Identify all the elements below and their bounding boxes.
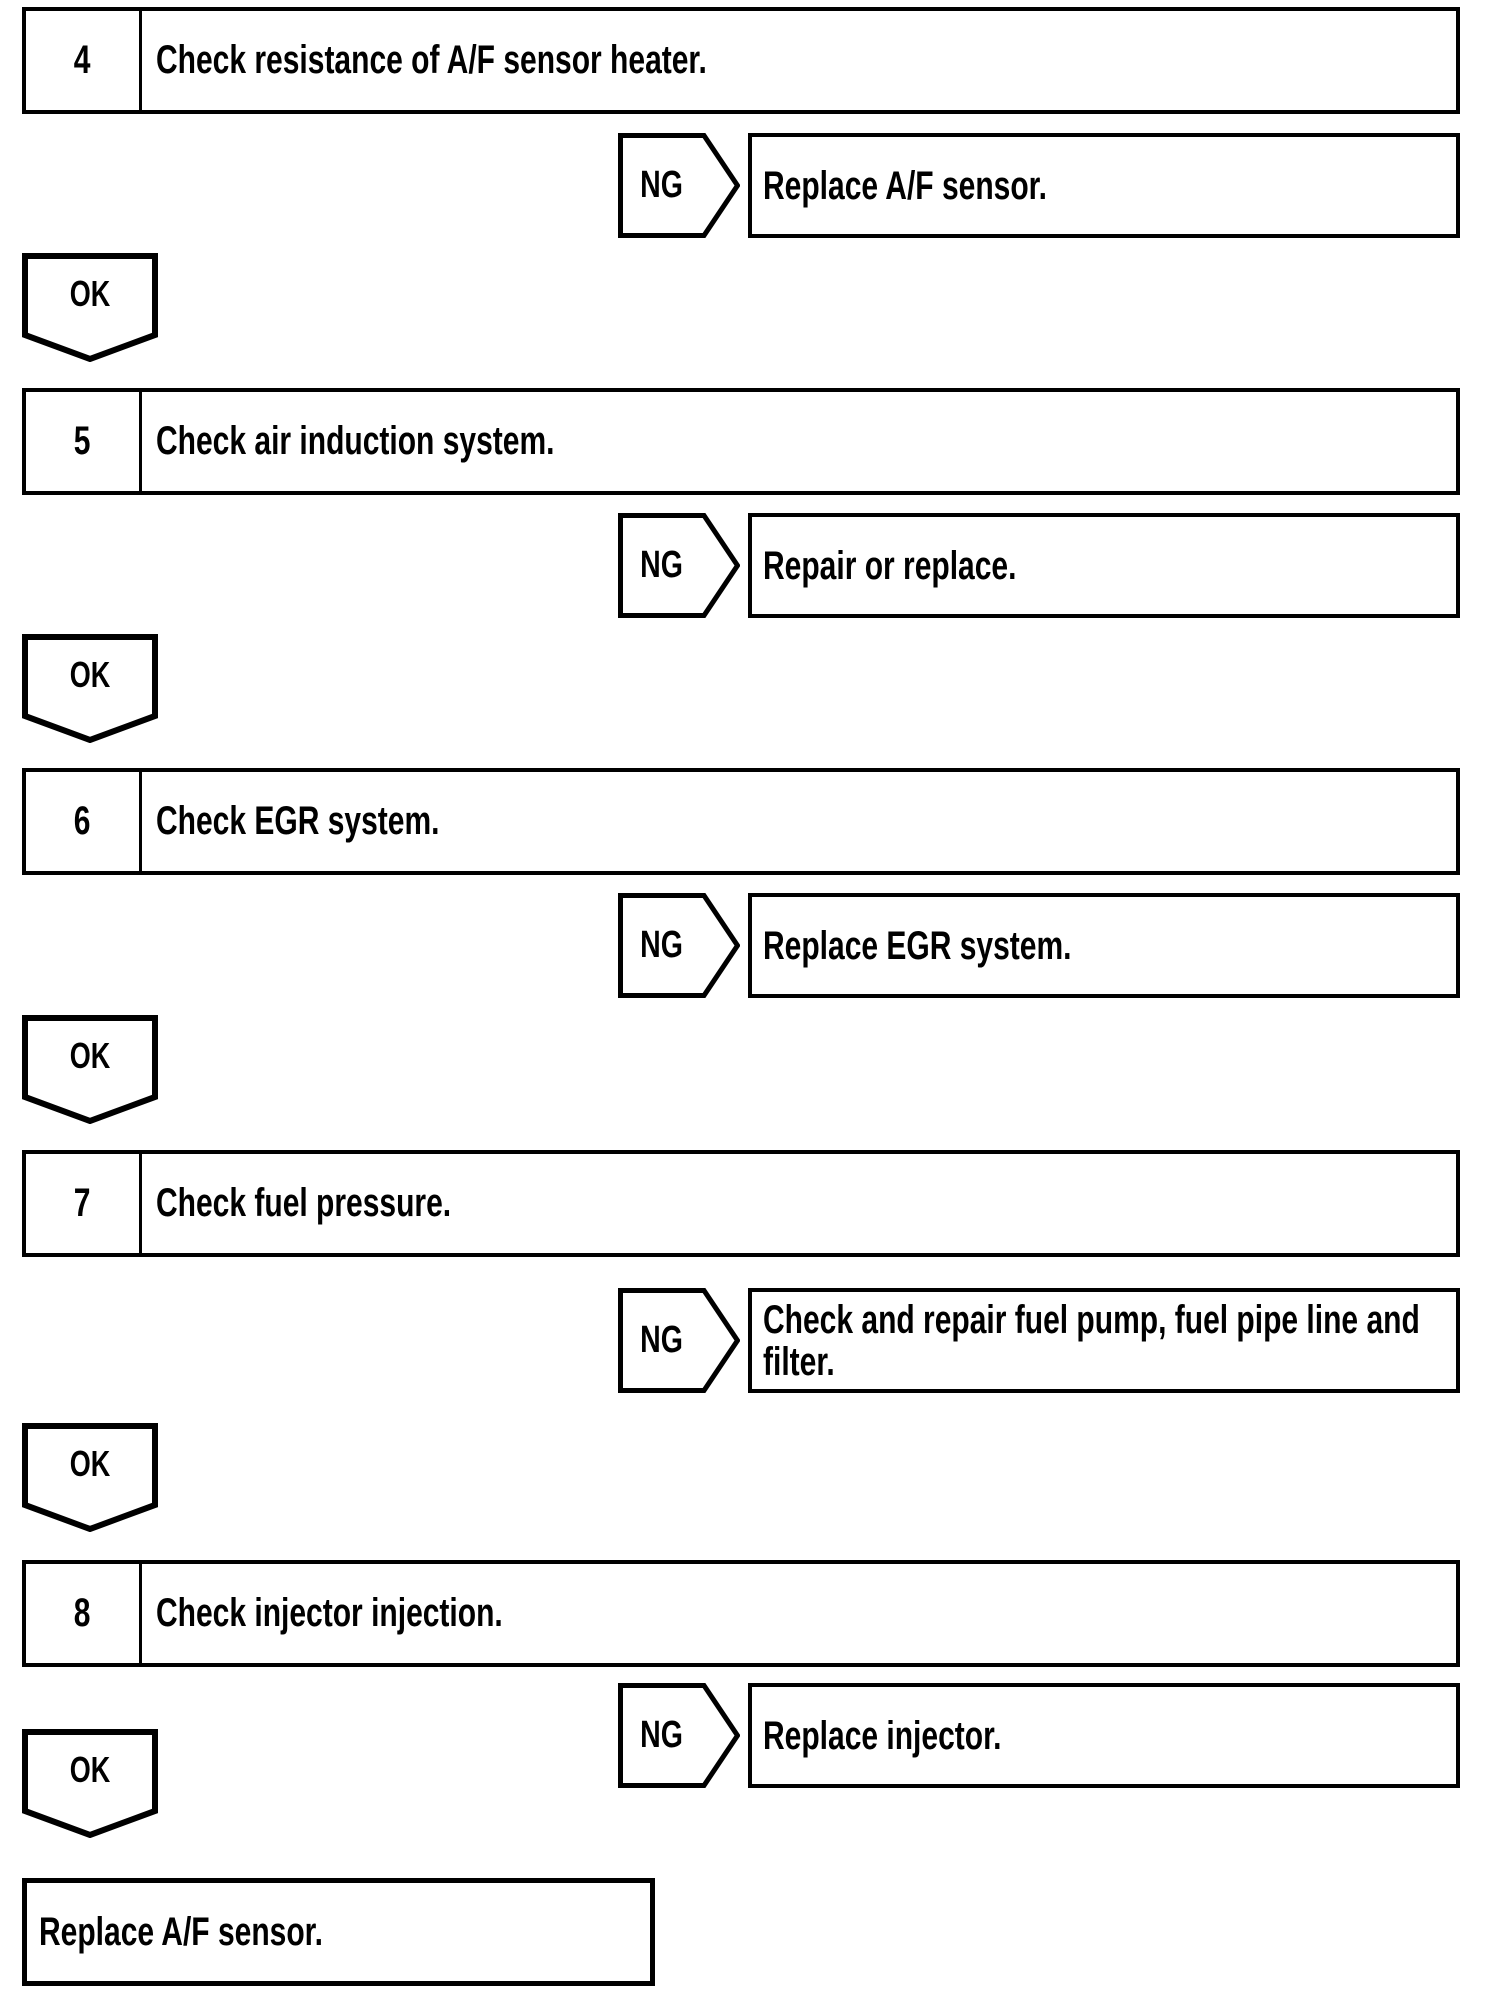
step-6-box: 6 Check EGR system. [22, 768, 1460, 875]
ok-pentagon-down-icon [22, 1729, 158, 1838]
step-8-number-cell: 8 [26, 1564, 142, 1663]
ng-pentagon-arrow-icon [618, 133, 740, 238]
step-5-number: 5 [74, 419, 91, 463]
ng-pentagon-arrow-icon [618, 513, 740, 618]
ng-pentagon-arrow-icon [618, 893, 740, 998]
step-6-ok-label: OK [69, 1035, 111, 1076]
step-8-number: 8 [74, 1591, 91, 1635]
step-4-ok-connector: OK [22, 253, 158, 362]
step-8-ng-result: Replace injector. [763, 1713, 1002, 1758]
step-4-number: 4 [74, 38, 91, 82]
step-5-ok-connector: OK [22, 634, 158, 743]
step-8-ng-connector: NG [618, 1683, 740, 1788]
step-4-box: 4 Check resistance of A/F sensor heater. [22, 7, 1460, 114]
step-7-ok-connector: OK [22, 1423, 158, 1532]
step-8-ng-label: NG [639, 1714, 683, 1756]
step-6-instruction: Check EGR system. [156, 799, 440, 843]
step-6-ng-connector: NG [618, 893, 740, 998]
step-8-instruction: Check injector injection. [156, 1591, 503, 1635]
step-4-label: Check resistance of A/F sensor heater. [142, 11, 1456, 110]
ng-pentagon-arrow-icon [618, 1288, 740, 1393]
step-5-number-cell: 5 [26, 392, 142, 491]
step-4-instruction: Check resistance of A/F sensor heater. [156, 38, 707, 82]
step-4-ng-connector: NG [618, 133, 740, 238]
step-5-ng-result: Repair or replace. [763, 543, 1017, 588]
ok-pentagon-down-icon [22, 1423, 158, 1532]
step-5-ng-result-box: Repair or replace. [748, 513, 1460, 618]
ok-pentagon-down-icon [22, 634, 158, 743]
step-7-number: 7 [74, 1181, 91, 1225]
step-5-ng-connector: NG [618, 513, 740, 618]
step-7-label: Check fuel pressure. [142, 1154, 1456, 1253]
step-6-ng-result: Replace EGR system. [763, 923, 1072, 968]
step-8-ng-result-box: Replace injector. [748, 1683, 1460, 1788]
ok-pentagon-down-icon [22, 1015, 158, 1124]
step-7-ng-label: NG [639, 1319, 683, 1361]
step-6-number: 6 [74, 799, 91, 843]
step-6-number-cell: 6 [26, 772, 142, 871]
step-6-ng-label: NG [639, 924, 683, 966]
step-7-number-cell: 7 [26, 1154, 142, 1253]
step-7-ng-result-line-1: Check and repair fuel pump, fuel pipe li… [763, 1297, 1420, 1342]
step-4-ng-label: NG [639, 164, 683, 206]
step-4-number-cell: 4 [26, 11, 142, 110]
step-7-box: 7 Check fuel pressure. [22, 1150, 1460, 1257]
step-7-instruction: Check fuel pressure. [156, 1181, 452, 1225]
step-7-ok-label: OK [69, 1443, 111, 1484]
step-6-ng-result-box: Replace EGR system. [748, 893, 1460, 998]
step-8-box: 8 Check injector injection. [22, 1560, 1460, 1667]
step-4-ok-label: OK [69, 273, 111, 314]
step-7-ng-result-line-2: filter. [763, 1339, 835, 1384]
step-5-ng-label: NG [639, 544, 683, 586]
step-6-ok-connector: OK [22, 1015, 158, 1124]
step-6-label: Check EGR system. [142, 772, 1456, 871]
step-4-ng-result-box: Replace A/F sensor. [748, 133, 1460, 238]
step-7-ng-result-box: Check and repair fuel pump, fuel pipe li… [748, 1288, 1460, 1393]
step-8-ok-connector: OK [22, 1729, 158, 1838]
step-4-ng-result: Replace A/F sensor. [763, 163, 1048, 208]
ok-pentagon-down-icon [22, 253, 158, 362]
step-8-ok-label: OK [69, 1749, 111, 1790]
step-5-instruction: Check air induction system. [156, 419, 555, 463]
final-action-box: Replace A/F sensor. [22, 1878, 655, 1986]
step-5-label: Check air induction system. [142, 392, 1456, 491]
step-7-ng-connector: NG [618, 1288, 740, 1393]
step-5-box: 5 Check air induction system. [22, 388, 1460, 495]
step-8-label: Check injector injection. [142, 1564, 1456, 1663]
final-action-text: Replace A/F sensor. [39, 1909, 324, 1954]
ng-pentagon-arrow-icon [618, 1683, 740, 1788]
step-5-ok-label: OK [69, 654, 111, 695]
